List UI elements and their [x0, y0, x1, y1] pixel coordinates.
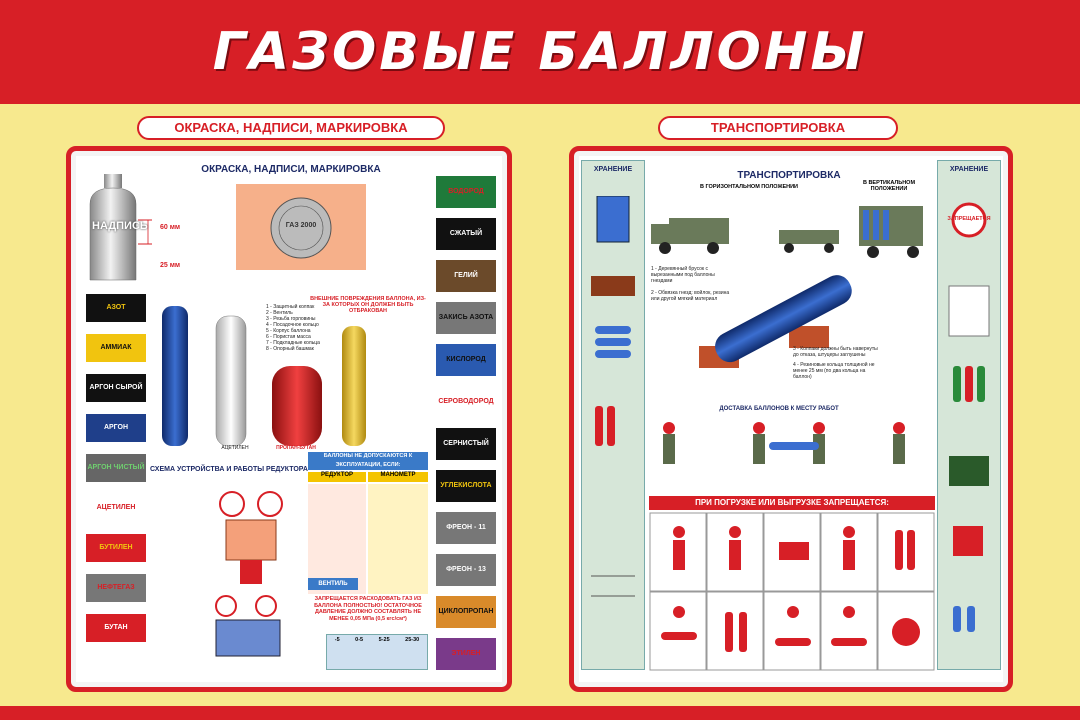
part-1: 1 - Защитный колпак: [266, 304, 315, 310]
transport-notes-right: 3 - Колпаки должны быть навернуты до отк…: [793, 346, 883, 380]
damage-heading: ВНЕШНИЕ ПОВРЕЖДЕНИЯ БАЛЛОНА, ИЗ-ЗА КОТОР…: [310, 296, 426, 314]
gas-stripe-right: ГЕЛИЙ: [436, 260, 496, 292]
gas-stripe-right: КИСЛОРОД: [436, 344, 496, 376]
cylinder-inscription: НАДПИСЬ: [92, 220, 148, 232]
left-section-label: ОКРАСКА, НАДПИСИ, МАРКИРОВКА: [137, 116, 445, 140]
storage-left-heading: ХРАНЕНИЕ: [593, 166, 633, 173]
gas-stripe-right: СЖАТЫЙ ВОЗДУХ: [436, 218, 496, 269]
storage-right-heading: ХРАНЕНИЕ: [949, 166, 989, 173]
transport-notes-left: 1 - Деревянный брусок с вырезанными под …: [651, 266, 731, 302]
forbidden-note: ЗАПРЕЩАЕТСЯ РАСХОДОВАТЬ ГАЗ ИЗ БАЛЛОНА П…: [314, 596, 422, 622]
vertical-position: В ВЕРТИКАЛЬНОМ ПОЛОЖЕНИИ: [862, 180, 916, 192]
part-6: 6 - Пористая масса: [266, 334, 311, 340]
part-8: 8 - Опорный башмак: [266, 346, 314, 352]
reducer-column-body: [308, 484, 366, 594]
storage-column-right: [937, 160, 1001, 670]
gas-stripe-left: БУТИЛЕН: [86, 534, 146, 562]
part-3: 3 - Резьба горловины: [266, 316, 316, 322]
horizontal-cylinder-illustration: [699, 275, 852, 368]
gas-stripe-left: АЦЕТИЛЕН: [86, 494, 146, 522]
reducer-column: РЕДУКТОР: [308, 472, 366, 482]
acetylene-caption: АЦЕТИЛЕН: [221, 445, 249, 451]
gas-stripe-right: ЦИКЛОПРОПАН: [436, 596, 496, 628]
gas-stripe-left: АРГОН СЫРОЙ: [86, 374, 146, 402]
gas-stripe-right: ФРЕОН - 13: [436, 554, 496, 586]
part-2: 2 - Вентиль: [266, 310, 293, 316]
parts-list: 1 - Защитный колпак 2 - Вентиль 3 - Резь…: [266, 304, 356, 352]
reducer-diagram: [215, 491, 283, 657]
forbidden-banner: ПРИ ПОГРУЗКЕ ИЛИ ВЫГРУЗКЕ ЗАПРЕЩАЕТСЯ:: [649, 496, 935, 510]
transport-note-4: 4 - Резиновые кольца толщиной не менее 2…: [793, 362, 875, 380]
gas-stripe-right: ЭТИЛЕН: [436, 638, 496, 670]
propane-caption: ПРОПАН-БУТАН: [276, 445, 316, 451]
horizontal-position: В ГОРИЗОНТАЛЬНОМ ПОЛОЖЕНИИ: [700, 184, 798, 190]
left-poster-sheet: ОКРАСКА, НАДПИСИ, МАРКИРОВКА НАДПИСЬ 60 …: [76, 156, 502, 682]
dimension-60: 60 мм: [160, 224, 181, 231]
temp-col: 5-25: [378, 637, 390, 643]
left-poster: ОКРАСКА, НАДПИСИ, МАРКИРОВКА НАДПИСЬ 60 …: [66, 146, 512, 692]
stamp-diagram: ГАЗ 2000: [236, 184, 366, 270]
not-allowed-heading: БАЛЛОНЫ НЕ ДОПУСКАЮТСЯ К ЭКСПЛУАТАЦИИ, Е…: [308, 452, 428, 470]
temp-col: -5: [334, 637, 340, 643]
gas-stripe-right: СЕРОВОДОРОД: [436, 386, 496, 418]
forbidden-actions-grid: [649, 512, 935, 671]
header-band: [0, 0, 1080, 104]
left-poster-heading: ОКРАСКА, НАДПИСИ, МАРКИРОВКА: [201, 164, 381, 175]
storage-right-illustrations: [948, 202, 990, 632]
gas-stripe-left: АММИАК: [86, 334, 146, 362]
delivery-illustration: [663, 422, 905, 464]
valve-label: ВЕНТИЛЬ: [308, 578, 358, 590]
pressure-table: -5 0-5 5-25 25-30: [326, 634, 428, 670]
temp-col: 25-30: [405, 637, 420, 643]
part-5: 5 - Корпус баллона: [266, 328, 311, 334]
gas-stripe-left: АРГОН ЧИСТЫЙ: [86, 454, 146, 482]
transport-note-1: 1 - Деревянный брусок с вырезанными под …: [651, 266, 715, 284]
transport-note-2: 2 - Обвязка гнезд: войлок, резина или др…: [651, 290, 730, 302]
transport-heading: ТРАНСПОРТИРОВКА: [737, 170, 841, 181]
gas-stripe-left: АРГОН ТЕХНИЧЕСКИЙ: [86, 414, 146, 459]
cylinder-marking-illustration: [89, 174, 152, 281]
trucks-illustration: [651, 206, 923, 258]
right-poster: ХРАНЕНИЕ ХРАНЕНИЕ ЗАПРЕЩАЕТСЯ ТРАНСПОРТИ…: [569, 146, 1013, 692]
gas-stripe-left: БУТАН: [86, 614, 146, 642]
pressure-table-header: -5 0-5 5-25 25-30: [327, 635, 427, 643]
gas-stripe-right: ЗАКИСЬ АЗОТА: [436, 302, 496, 334]
gas-stripe-right: УГЛЕКИСЛОТА: [436, 470, 496, 502]
forbidden-label: ЗАПРЕЩАЕТСЯ: [947, 216, 991, 222]
storage-left-illustrations: [591, 196, 635, 597]
part-4: 4 - Посадочное кольцо: [266, 322, 319, 328]
delivery-heading: ДОСТАВКА БАЛЛОНОВ К МЕСТУ РАБОТ: [719, 406, 839, 412]
stamp-circle-icon: [270, 197, 332, 259]
page-title: ГАЗОВЫЕ БАЛЛОНЫ: [212, 22, 868, 82]
footer-band: [0, 706, 1080, 720]
cylinder-types-illustration: [162, 306, 366, 447]
gas-stripe-right: ФРЕОН - 11: [436, 512, 496, 544]
manometer-column: МАНОМЕТР: [368, 472, 428, 482]
transport-note-3: 3 - Колпаки должны быть навернуты до отк…: [793, 346, 878, 358]
reducer-heading: СХЕМА УСТРОЙСТВА И РАБОТЫ РЕДУКТОРА: [150, 466, 308, 473]
manometer-column-body: [368, 484, 428, 594]
gas-stripe-left: АЗОТ: [86, 294, 146, 322]
part-7: 7 - Подкладные кольца: [266, 340, 320, 346]
right-poster-sheet: ХРАНЕНИЕ ХРАНЕНИЕ ЗАПРЕЩАЕТСЯ ТРАНСПОРТИ…: [579, 156, 1003, 682]
right-section-label: ТРАНСПОРТИРОВКА: [658, 116, 898, 140]
stamp-text: ГАЗ 2000: [285, 222, 317, 229]
temp-col: 0-5: [355, 637, 364, 643]
gas-stripe-right: ВОДОРОД: [436, 176, 496, 208]
gas-stripe-left: НЕФТЕГАЗ: [86, 574, 146, 602]
gas-stripe-right: СЕРНИСТЫЙ АНГИДРИД: [436, 428, 496, 479]
dimension-25: 25 мм: [160, 262, 181, 269]
